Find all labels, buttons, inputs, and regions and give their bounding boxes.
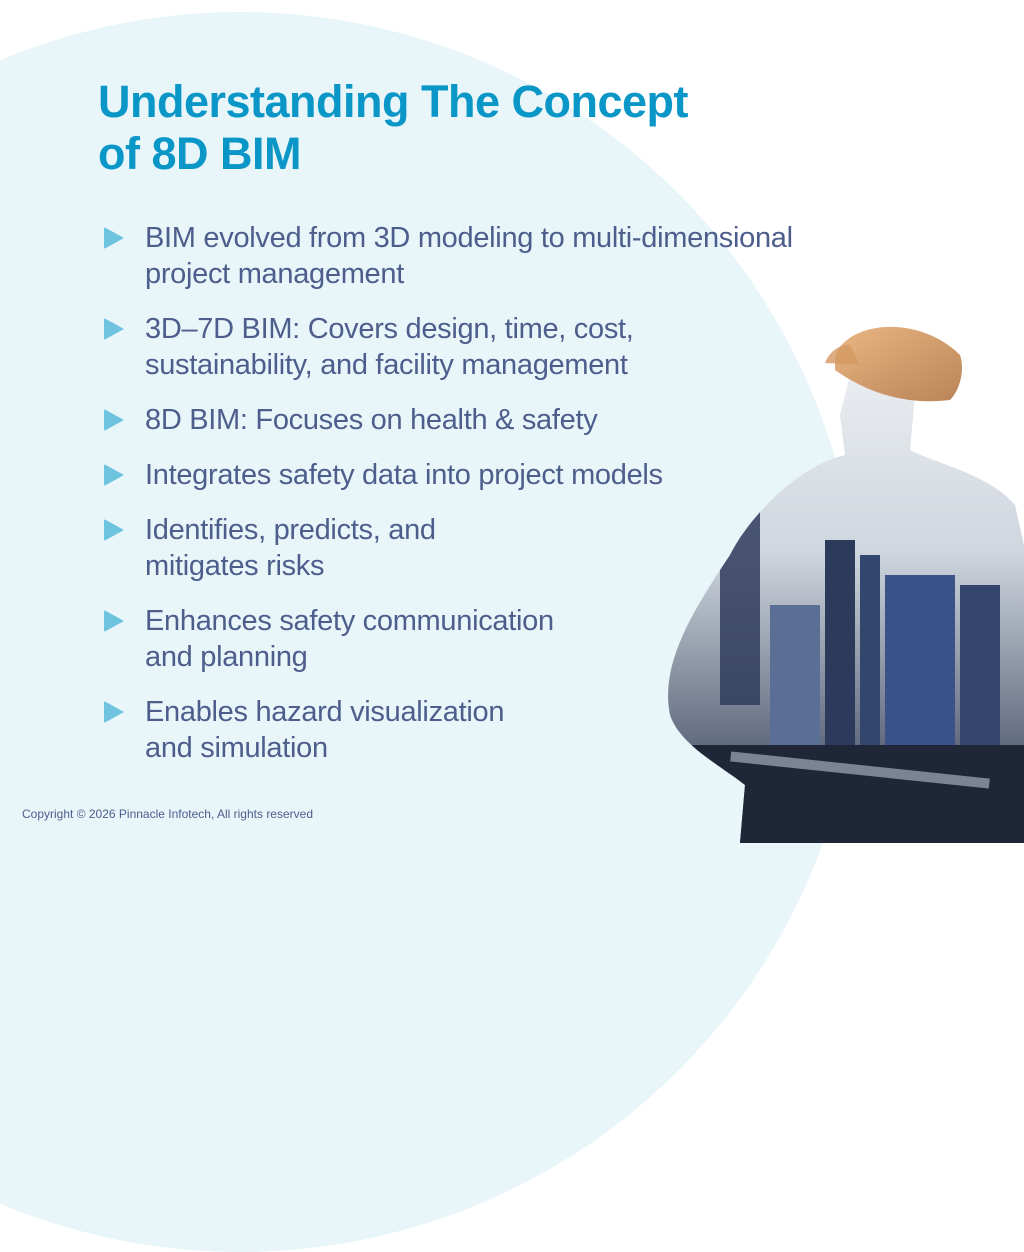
copyright-notice: Copyright © 2026 Pinnacle Infotech, All … (22, 807, 313, 821)
triangle-bullet-icon (104, 318, 124, 340)
triangle-bullet-icon (104, 227, 124, 249)
triangle-bullet-icon (104, 519, 124, 541)
triangle-bullet-icon (104, 701, 124, 723)
triangle-bullet-icon (104, 409, 124, 431)
title-line-2: of 8D BIM (98, 128, 302, 179)
bullet-item: Identifies, predicts, and mitigates risk… (100, 512, 793, 584)
page-title: Understanding The Concept of 8D BIM (98, 76, 689, 180)
triangle-bullet-icon (104, 610, 124, 632)
bullet-item: Enables hazard visualization and simulat… (100, 694, 793, 766)
worker-cityscape-image (668, 326, 1024, 843)
triangle-bullet-icon (104, 464, 124, 486)
bullet-item: 8D BIM: Focuses on health & safety (100, 402, 793, 438)
bullet-item: 3D–7D BIM: Covers design, time, cost, su… (100, 311, 793, 383)
bullet-list: BIM evolved from 3D modeling to multi-di… (100, 220, 793, 785)
bullet-item: BIM evolved from 3D modeling to multi-di… (100, 220, 793, 292)
bullet-item: Enhances safety communication and planni… (100, 603, 793, 675)
bullet-item: Integrates safety data into project mode… (100, 457, 793, 493)
title-line-1: Understanding The Concept (98, 76, 689, 127)
